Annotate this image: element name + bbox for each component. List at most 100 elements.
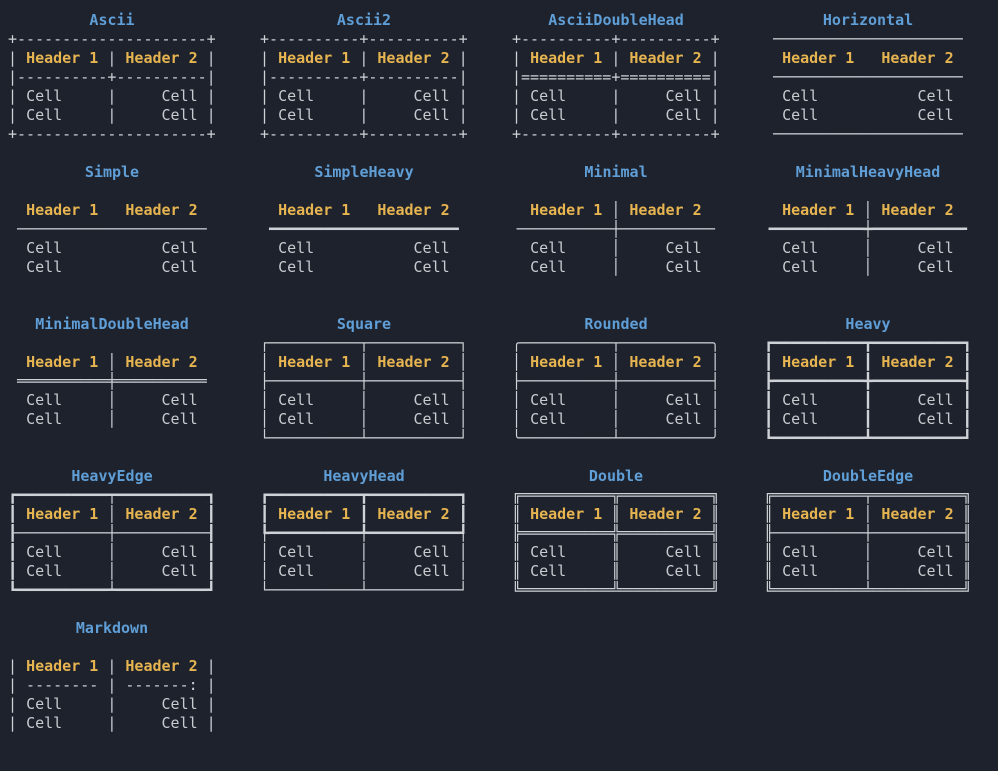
cell-text: Cell: [782, 258, 819, 276]
border-art: |: [8, 106, 27, 124]
table-heavyhead: HeavyHead┏━━━━━━━━━━┳━━━━━━━━━━┓ ┃ Heade…: [260, 467, 468, 619]
cell-text: Cell: [917, 543, 954, 561]
border-art: |: [98, 657, 126, 675]
table-simpleheavy: SimpleHeavy Header 1 Header 2 ━━━━━━━━━━…: [260, 163, 468, 315]
border-art: [198, 391, 216, 409]
border-art: |: [8, 714, 27, 732]
border-art: ╺━━━━━━━━━━┿━━━━━━━━━━╸: [764, 220, 972, 238]
cell-text: Cell: [278, 258, 315, 276]
cell-text: Cell: [530, 87, 567, 105]
cell-text: Cell: [665, 562, 702, 580]
table-art: | Header 1 | Header 2 | | -------- | ---…: [8, 638, 216, 733]
border-art: ╔══════════╤══════════╗: [764, 486, 972, 504]
border-art: │: [512, 391, 531, 409]
cell-text: Cell: [530, 391, 567, 409]
border-art: │: [566, 391, 666, 409]
border-art: |: [260, 106, 279, 124]
table-ascii2: Ascii2+----------+----------+ | Header 1…: [260, 11, 468, 163]
cell-text: Cell: [530, 106, 567, 124]
header-text: Header 2: [377, 49, 450, 67]
header-text: Header 2: [881, 353, 954, 371]
border-art: ╟──────────┼──────────╢: [764, 524, 972, 542]
border-art: ├──────────┼──────────┤: [512, 372, 720, 390]
border-art: [98, 201, 125, 219]
border-art: │: [602, 201, 630, 219]
border-art: |: [197, 49, 216, 67]
table-title: HeavyHead: [323, 467, 405, 485]
table-art: ╔══════════╤══════════╗ ║ Header 1 │ Hea…: [764, 486, 972, 600]
border-art: |: [449, 49, 468, 67]
cell-text: Cell: [26, 239, 63, 257]
border-art: [954, 87, 972, 105]
cell-text: Cell: [665, 258, 702, 276]
table-art: Header 1 Header 2 ━━━━━━━━━━━━━━━━━━━━━ …: [260, 182, 468, 296]
border-art: |: [8, 49, 27, 67]
header-text: Header 2: [629, 505, 702, 523]
border-art: [8, 258, 26, 276]
border-art: ║: [953, 562, 972, 580]
border-art: [198, 239, 216, 257]
cell-text: Cell: [26, 714, 63, 732]
border-art: ┗━━━━━━━━━━┻━━━━━━━━━━┛: [764, 429, 972, 447]
border-art: ╔══════════╦══════════╗: [512, 486, 720, 504]
border-art: │: [260, 543, 279, 561]
border-art: +----------+----------+: [512, 125, 720, 143]
border-art: |: [62, 87, 162, 105]
border-art: ┏━━━━━━━━━━┯━━━━━━━━━━┓: [8, 486, 216, 504]
table-title: Heavy: [845, 315, 891, 333]
border-art: │: [566, 410, 666, 428]
border-art: ║: [764, 562, 783, 580]
border-art: │: [449, 353, 468, 371]
border-art: │: [701, 353, 720, 371]
border-art: |: [8, 657, 27, 675]
table-art: ┏━━━━━━━━━━┳━━━━━━━━━━┓ ┃ Header 1 ┃ Hea…: [764, 334, 972, 448]
table-art: ┏━━━━━━━━━━┯━━━━━━━━━━┓ ┃ Header 1 │ Hea…: [8, 486, 216, 600]
border-art: ┃: [350, 505, 378, 523]
border-art: [198, 201, 216, 219]
border-art: ╠══════════╬══════════╣: [512, 524, 720, 542]
border-art: ─────────────────────: [764, 30, 972, 48]
table-title: Double: [588, 467, 644, 485]
border-art: ├──────────┼──────────┤: [260, 372, 468, 390]
border-art: [314, 239, 413, 257]
border-art: │: [449, 410, 468, 428]
border-art: ╚══════════╩══════════╝: [512, 581, 720, 599]
cell-text: Cell: [782, 562, 819, 580]
table-title: MinimalDoubleHead: [35, 315, 189, 333]
border-art: [954, 106, 972, 124]
header-text: Header 2: [377, 201, 450, 219]
cell-text: Cell: [782, 87, 819, 105]
border-art: ━━━━━━━━━━━━━━━━━━━━━: [260, 220, 468, 238]
table-title: Horizontal: [822, 11, 914, 29]
table-minimalheavyhead: MinimalHeavyHead Header 1 │ Header 2 ╺━━…: [764, 163, 972, 315]
border-art: ┃: [764, 410, 783, 428]
border-art: ┃: [197, 543, 216, 561]
border-art: │: [314, 562, 414, 580]
table-title: Rounded: [584, 315, 648, 333]
cell-text: Cell: [26, 410, 63, 428]
border-art: │: [98, 505, 126, 523]
cell-text: Cell: [917, 239, 954, 257]
border-art: ══════════╪══════════: [8, 372, 216, 390]
border-art: ║: [953, 505, 972, 523]
table-heavy: Heavy┏━━━━━━━━━━┳━━━━━━━━━━┓ ┃ Header 1 …: [764, 315, 972, 467]
border-art: ─────────────────────: [8, 220, 216, 238]
border-art: [450, 258, 468, 276]
border-art: │: [449, 562, 468, 580]
cell-text: Cell: [26, 106, 63, 124]
cell-text: Cell: [413, 239, 450, 257]
border-art: |: [197, 106, 216, 124]
table-heavyedge: HeavyEdge┏━━━━━━━━━━┯━━━━━━━━━━┓ ┃ Heade…: [8, 467, 216, 619]
table-art: Header 1 │ Header 2 ╺━━━━━━━━━━┿━━━━━━━━…: [764, 182, 972, 296]
cell-text: Cell: [782, 239, 819, 257]
table-title: Ascii2: [336, 11, 392, 29]
border-art: |: [197, 695, 216, 713]
border-art: |: [314, 87, 414, 105]
border-art: [198, 353, 216, 371]
header-text: Header 1: [26, 353, 99, 371]
border-art: [8, 201, 26, 219]
header-text: Header 1: [782, 49, 855, 67]
border-art: +----------+----------+: [260, 30, 468, 48]
border-art: |: [8, 695, 27, 713]
border-art: |: [260, 49, 279, 67]
